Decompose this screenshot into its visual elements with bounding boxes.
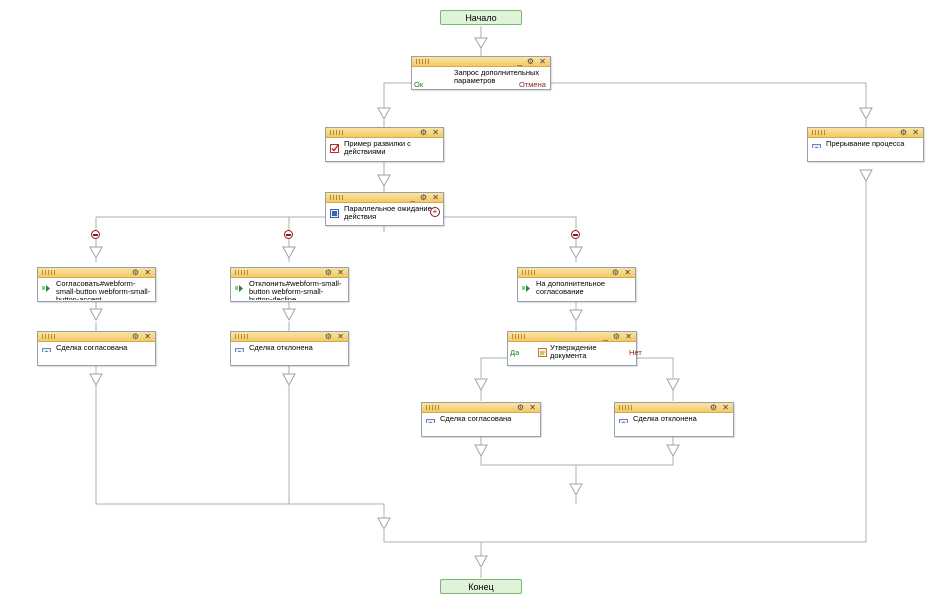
- gear-icon[interactable]: ⚙: [419, 193, 427, 202]
- yes-branch-label: Да: [510, 348, 520, 357]
- drag-grip-icon[interactable]: [330, 195, 344, 200]
- gear-icon[interactable]: ⚙: [611, 268, 619, 277]
- close-icon[interactable]: ✕: [432, 193, 439, 202]
- close-icon[interactable]: ✕: [529, 403, 536, 412]
- drag-grip-icon[interactable]: [235, 270, 249, 275]
- gear-icon[interactable]: ⚙: [899, 128, 907, 137]
- gear-icon[interactable]: ⚙: [526, 57, 534, 66]
- drag-grip-icon[interactable]: [330, 130, 344, 135]
- action-arrow-icon: [42, 285, 50, 292]
- close-icon[interactable]: ✕: [144, 268, 151, 277]
- minimize-icon[interactable]: _: [517, 57, 522, 66]
- gear-icon[interactable]: ⚙: [131, 268, 139, 277]
- drag-grip-icon[interactable]: [235, 334, 249, 339]
- document-approval-block[interactable]: _ ⚙ ✕ Утверждение документа: [507, 331, 637, 366]
- block-title: Сделка отклонена: [249, 343, 313, 352]
- drag-grip-icon[interactable]: [512, 334, 526, 339]
- interrupt-process-block[interactable]: ⚙ ✕ Прерывание процесса: [807, 127, 924, 162]
- block-title: Сделка согласована: [56, 343, 128, 352]
- activity-icon: [42, 348, 51, 352]
- end-node[interactable]: Конец: [440, 579, 522, 594]
- close-icon[interactable]: ✕: [337, 268, 344, 277]
- remove-branch-icon[interactable]: [571, 230, 580, 239]
- close-icon[interactable]: ✕: [539, 57, 546, 66]
- remove-branch-icon[interactable]: [284, 230, 293, 239]
- deal-agreed-block[interactable]: ⚙ ✕ Сделка согласована: [37, 331, 156, 366]
- drag-grip-icon[interactable]: [812, 130, 826, 135]
- block-title: Сделка согласована: [440, 414, 512, 423]
- block-title: Параллельное ожидание действия: [344, 204, 432, 221]
- block-title: Запрос дополнительных параметров: [454, 68, 540, 85]
- activity-icon: [235, 348, 244, 352]
- minimize-icon[interactable]: _: [410, 193, 415, 202]
- block-title: На дополнительное согласование: [536, 279, 606, 296]
- drag-grip-icon[interactable]: [42, 270, 56, 275]
- ok-branch-label: Ок: [414, 80, 424, 89]
- block-title: Отклонить#webform-small-button webform-s…: [249, 279, 342, 301]
- activity-icon: [426, 419, 435, 423]
- block-title: Прерывание процесса: [826, 139, 905, 148]
- remove-branch-icon[interactable]: [91, 230, 100, 239]
- close-icon[interactable]: ✕: [912, 128, 919, 137]
- action-arrow-icon: [522, 285, 530, 292]
- close-icon[interactable]: ✕: [432, 128, 439, 137]
- block-title: Утверждение документа: [550, 343, 597, 360]
- checkbox-icon: [330, 144, 339, 153]
- close-icon[interactable]: ✕: [144, 332, 151, 341]
- close-icon[interactable]: ✕: [625, 332, 632, 341]
- action-arrow-icon: [235, 285, 243, 292]
- reject-action-block[interactable]: ⚙ ✕ Отклонить#webform-small-button webfo…: [230, 267, 349, 302]
- agree-action-block[interactable]: ⚙ ✕ Согласовать#webform-small-button web…: [37, 267, 156, 302]
- gear-icon[interactable]: ⚙: [419, 128, 427, 137]
- start-node[interactable]: Начало: [440, 10, 522, 25]
- parallel-wait-block[interactable]: _ ⚙ ✕ Параллельное ожидание действия +: [325, 192, 444, 226]
- block-title: Согласовать#webform-small-button webform…: [56, 279, 151, 301]
- document-approval-icon: [538, 348, 547, 357]
- deal-rejected-block[interactable]: ⚙ ✕ Сделка отклонена: [614, 402, 734, 437]
- parallel-icon: [330, 209, 339, 218]
- gear-icon[interactable]: ⚙: [131, 332, 139, 341]
- extra-approval-action-block[interactable]: ⚙ ✕ На дополнительное согласование: [517, 267, 636, 302]
- deal-agreed-block[interactable]: ⚙ ✕ Сделка согласована: [421, 402, 541, 437]
- example-fork-block[interactable]: ⚙ ✕ Пример развилки с действиями: [325, 127, 444, 162]
- no-branch-label: Нет: [629, 348, 642, 357]
- gear-icon[interactable]: ⚙: [324, 268, 332, 277]
- close-icon[interactable]: ✕: [624, 268, 631, 277]
- drag-grip-icon[interactable]: [619, 405, 633, 410]
- request-params-block[interactable]: _ ⚙ ✕ Запрос дополнительных параметров: [411, 56, 551, 90]
- close-icon[interactable]: ✕: [337, 332, 344, 341]
- minimize-icon[interactable]: _: [603, 332, 608, 341]
- gear-icon[interactable]: ⚙: [709, 403, 717, 412]
- deal-rejected-block[interactable]: ⚙ ✕ Сделка отклонена: [230, 331, 349, 366]
- gear-icon[interactable]: ⚙: [516, 403, 524, 412]
- drag-grip-icon[interactable]: [416, 59, 430, 64]
- close-icon[interactable]: ✕: [722, 403, 729, 412]
- gear-icon[interactable]: ⚙: [324, 332, 332, 341]
- block-title: Сделка отклонена: [633, 414, 697, 423]
- cancel-branch-label: Отмена: [519, 80, 546, 89]
- block-title: Пример развилки с действиями: [344, 139, 411, 156]
- drag-grip-icon[interactable]: [426, 405, 440, 410]
- gear-icon[interactable]: ⚙: [612, 332, 620, 341]
- drag-grip-icon[interactable]: [522, 270, 536, 275]
- activity-icon: [812, 144, 821, 148]
- add-branch-icon[interactable]: +: [430, 207, 440, 217]
- activity-icon: [619, 419, 628, 423]
- drag-grip-icon[interactable]: [42, 334, 56, 339]
